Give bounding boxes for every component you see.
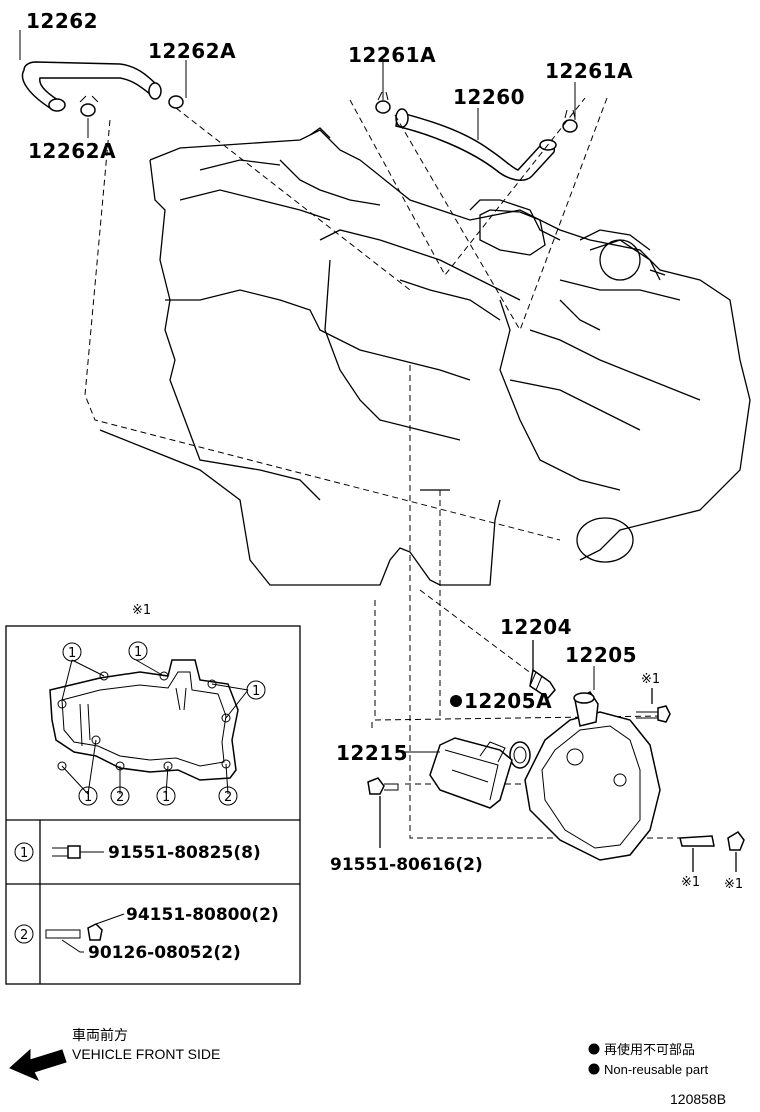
non-reusable-dot-jp	[588, 1043, 600, 1055]
detail-bubbles: 1 1 1 1 2 1 2 1 2	[14, 641, 266, 944]
label-12261A-right: 12261A	[545, 59, 633, 83]
bolt-91551-80616	[367, 777, 399, 848]
engine-block	[99, 127, 751, 586]
bubble-6: 1	[162, 790, 170, 805]
bubble-7: 2	[224, 790, 232, 805]
row2-index: 2	[20, 928, 28, 943]
clip-12261A-right	[562, 109, 578, 133]
ref-mark-nut: ※1	[724, 877, 743, 892]
ref-mark-stud: ※1	[681, 875, 700, 890]
stud-nut-icon-row2	[45, 913, 125, 953]
direction-en: VEHICLE FRONT SIDE	[72, 1046, 220, 1062]
label-91551-80616: 91551-80616(2)	[330, 855, 483, 875]
sensor-12204	[529, 640, 556, 699]
label-12205A: 12205A	[464, 689, 552, 713]
detail-box	[5, 625, 301, 985]
bolt-icon-row1	[52, 845, 104, 859]
row2-part-a: 94151-80800(2)	[126, 905, 279, 925]
figure-id: 120858B	[670, 1091, 726, 1107]
clip-12262A-lower	[79, 95, 99, 117]
clip-12262A-upper	[168, 95, 184, 109]
non-reusable-dot-12205A	[450, 695, 462, 707]
bubble-2: 1	[134, 645, 142, 660]
bubble-3: 1	[252, 684, 260, 699]
label-leaders	[19, 30, 595, 753]
non-reusable-jp: 再使用不可部品	[604, 1042, 695, 1057]
label-12205: 12205	[565, 643, 637, 667]
bubble-1: 1	[68, 646, 76, 661]
water-outlet-12215	[429, 737, 513, 809]
row1-part: 91551-80825(8)	[108, 843, 261, 863]
label-12261A-left: 12261A	[348, 43, 436, 67]
clip-12261A-left	[375, 91, 391, 114]
stud-ref-mark	[679, 835, 715, 872]
label-12262A-upper: 12262A	[148, 39, 236, 63]
label-12262A-lower: 12262A	[28, 139, 116, 163]
label-12204: 12204	[500, 615, 572, 639]
non-reusable-en: Non-reusable part	[604, 1062, 708, 1077]
gasket-12205A	[509, 741, 531, 769]
label-12215: 12215	[336, 741, 408, 765]
non-reusable-dot-en	[588, 1063, 600, 1075]
row1-index: 1	[20, 846, 28, 861]
direction-jp: 車両前方	[72, 1027, 128, 1043]
ref-mark-bolt: ※1	[641, 672, 660, 687]
bubble-5: 2	[116, 790, 124, 805]
bolt-ref-mark	[636, 688, 671, 723]
housing-12205	[524, 691, 661, 861]
row2-part-b: 90126-08052(2)	[88, 943, 241, 963]
hose-12262	[21, 61, 162, 112]
nut-ref-mark	[727, 831, 745, 872]
front-arrow	[9, 1048, 67, 1081]
hose-12260	[395, 108, 557, 182]
detail-box-title: ※1	[132, 603, 151, 618]
label-12262: 12262	[26, 9, 98, 33]
label-12260: 12260	[453, 85, 525, 109]
bubble-4: 1	[84, 790, 92, 805]
